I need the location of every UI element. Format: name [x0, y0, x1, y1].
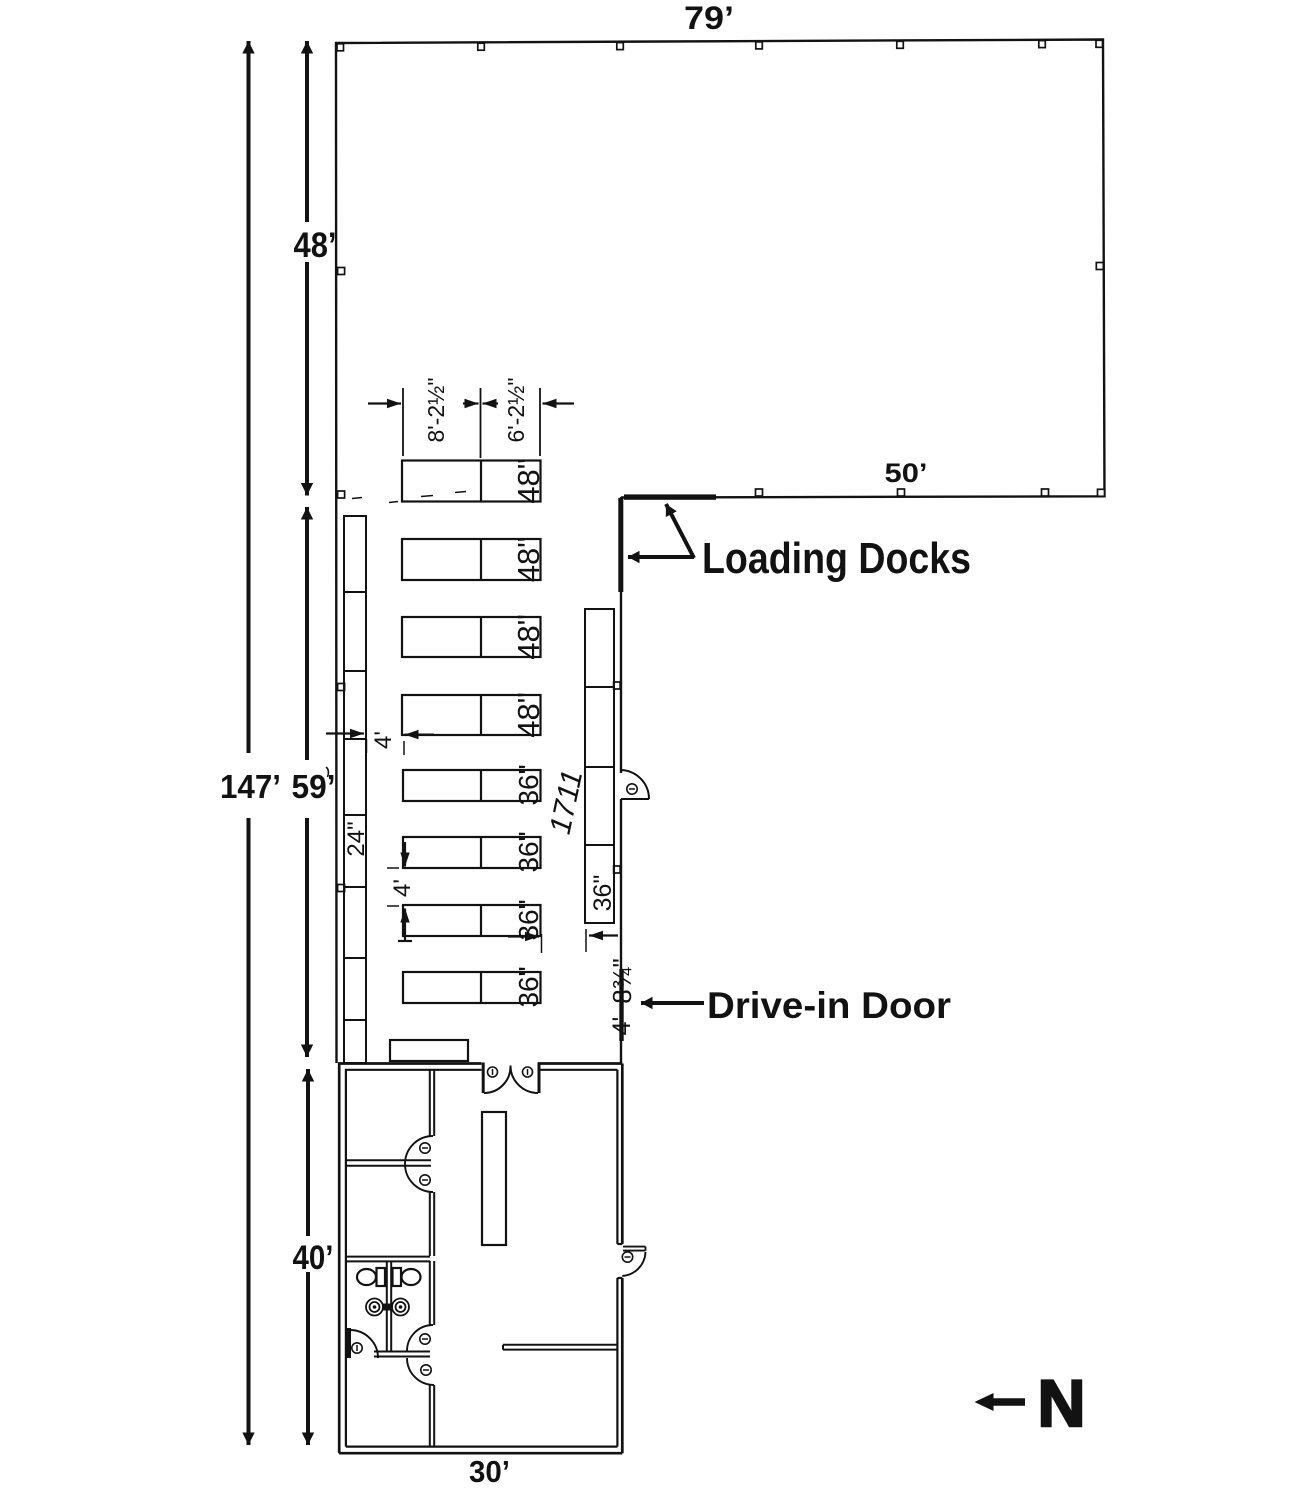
svg-text:Loading Docks: Loading Docks: [702, 534, 971, 583]
svg-text:147’: 147’: [220, 768, 281, 805]
svg-text:48": 48": [511, 537, 546, 583]
svg-text:40’: 40’: [293, 1239, 334, 1277]
svg-text:48": 48": [511, 692, 546, 738]
svg-text:36": 36": [589, 875, 617, 912]
svg-text:36": 36": [513, 764, 544, 805]
svg-text:48": 48": [511, 614, 546, 660]
svg-text:30’: 30’: [469, 1454, 510, 1489]
svg-text:48’: 48’: [294, 226, 337, 265]
svg-text:8¾": 8¾": [607, 958, 637, 1003]
svg-text:6'-2½": 6'-2½": [503, 378, 529, 443]
svg-text:50’: 50’: [885, 458, 928, 488]
svg-text:8'-2½": 8'-2½": [423, 378, 449, 443]
svg-text:4': 4': [389, 879, 416, 897]
svg-text:4': 4': [370, 731, 397, 749]
svg-text:1711: 1711: [544, 767, 590, 837]
svg-text:36": 36": [513, 831, 544, 872]
svg-text:24": 24": [343, 821, 370, 856]
svg-text:79’: 79’: [684, 0, 734, 36]
svg-text:Drive-in Door: Drive-in Door: [707, 985, 951, 1026]
svg-text:N: N: [1038, 1366, 1086, 1440]
svg-text:4': 4': [608, 1017, 636, 1036]
svg-text:36": 36": [513, 899, 544, 940]
svg-text:48": 48": [511, 458, 546, 504]
svg-text:36": 36": [513, 966, 544, 1007]
